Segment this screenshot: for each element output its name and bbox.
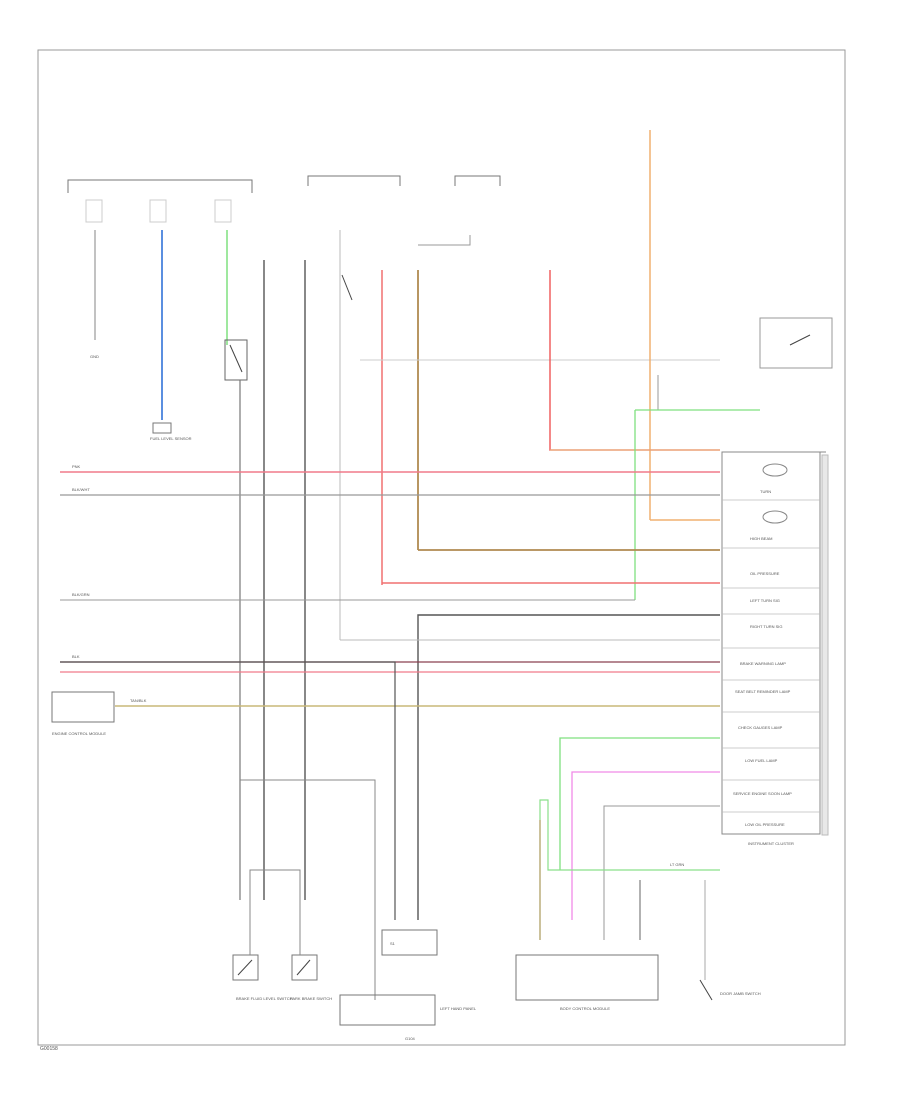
cluster-lamp-10-label: SERVICE ENGINE SOON LAMP: [733, 791, 792, 796]
cluster-lamp-7-label: SEAT BELT REMINDER LAMP: [735, 689, 791, 694]
left-hand-panel-box: [339, 994, 436, 1026]
label-brake-fluid-level-switch: BRAKE FLUID LEVEL SWITCH: [236, 996, 293, 1001]
wire-dark-to-cluster: [417, 614, 720, 920]
switch-bottom-left-arm: [237, 959, 253, 976]
wire-label-blk-wht: BLK/WHT: [72, 487, 90, 492]
wire-gray-lower: [603, 805, 720, 940]
cluster-lamp-8-label: CHECK GAUGES LAMP: [738, 725, 783, 730]
top-right-small-bracket: [454, 175, 501, 186]
wire-green-lower: [559, 737, 720, 870]
cluster-lamp-9: LOW FUEL LAMP: [745, 758, 778, 763]
wire-label-pnk: PNK: [72, 464, 81, 469]
label-ground-top: GND: [90, 354, 99, 359]
switch-bottom-right-box: [291, 954, 318, 981]
wire-top-mid-loop: [418, 235, 471, 246]
relay-contact: [229, 344, 243, 373]
cluster-lamp-6: BRAKE WARNING LAMP: [740, 661, 786, 666]
label-engine-control-module: ENGINE CONTROL MODULE: [52, 731, 106, 736]
wire-label-blk: BLK: [72, 654, 80, 659]
cluster-lamp-2-label: HIGH BEAM: [750, 536, 772, 541]
wire-bottom-loop: [249, 869, 301, 955]
top-left-terminals: [85, 199, 232, 223]
splice-block: [381, 929, 438, 956]
cluster-lamp-9-label: LOW FUEL LAMP: [745, 758, 778, 763]
top-middle-bracket: [307, 175, 401, 186]
cluster-lamp-8: CHECK GAUGES LAMP: [738, 725, 783, 730]
label-instrument-cluster: INSTRUMENT CLUSTER: [748, 841, 794, 846]
instrument-cluster-box: [721, 451, 821, 835]
wire-label-ltgrn: LT GRN: [670, 862, 684, 867]
switch-bottom-right-arm: [296, 959, 311, 976]
switch-bottom-left-box: [232, 954, 259, 981]
top-left-module-bracket: [67, 179, 253, 193]
label-left-hand-panel: LEFT HAND PANEL: [440, 1006, 477, 1011]
cluster-lamp-5: RIGHT TURN SIG: [750, 624, 783, 629]
cluster-lamp-10: SERVICE ENGINE SOON LAMP: [733, 791, 792, 796]
wire-from-right-switch: [657, 375, 760, 411]
cluster-lamp-2: HIGH BEAM: [750, 510, 788, 541]
cluster-lamp-3-label: OIL PRESSURE: [750, 571, 780, 576]
wire-label-tan-blk: TAN/BLK: [130, 698, 147, 703]
body-control-module-box: [515, 954, 659, 1001]
cluster-lamp-1-label: TURN: [760, 489, 771, 494]
switch-contact-top: [341, 274, 353, 301]
cluster-lamp-7: SEAT BELT REMINDER LAMP: [735, 689, 791, 694]
wire-ltgreen-bottom: [539, 799, 720, 940]
engine-control-module-box: [51, 691, 115, 723]
cluster-lamp-3: OIL PRESSURE: [750, 571, 780, 576]
footer-code: G00158: [40, 1046, 58, 1052]
label-door-jamb-switch: DOOR JAMB SWITCH: [720, 991, 761, 996]
label-splice: S1: [390, 941, 396, 946]
cluster-lamp-11-label: LOW OIL PRESSURE: [745, 822, 785, 827]
wire-dark-from-left: [60, 661, 396, 920]
right-switch-box: [759, 317, 833, 369]
relay-switch-box: [224, 339, 248, 381]
cluster-lamp-1: TURN: [760, 463, 788, 494]
cluster-lamp-11: LOW OIL PRESSURE: [745, 822, 785, 827]
wire-magenta: [571, 771, 720, 920]
wire-label-blk-grn: BLK/GRN: [72, 592, 90, 597]
cluster-lamp-5-label: RIGHT TURN SIG: [750, 624, 783, 629]
switch-bottom-far-right: [699, 979, 713, 1001]
label-park-brake-switch: PARK BRAKE SWITCH: [290, 996, 332, 1001]
right-switch-arm: [789, 334, 811, 346]
cluster-lamp-6-label: BRAKE WARNING LAMP: [740, 661, 786, 666]
cluster-lamp-4-label: LEFT TURN SIG: [750, 598, 780, 603]
cluster-separators: [722, 499, 820, 813]
label-gnd: G104: [405, 1036, 416, 1041]
diagram-frame: [37, 49, 846, 1046]
wire-gray-vert-left: [240, 779, 376, 1000]
cluster-side-rail: [821, 454, 829, 836]
wire-green-right: [634, 409, 760, 600]
cluster-lamp-4: LEFT TURN SIG: [750, 598, 780, 603]
label-body-control-module: BODY CONTROL MODULE: [560, 1006, 610, 1011]
label-fuel-level-sensor: FUEL LEVEL SENSOR: [150, 436, 192, 441]
fuel-sensor-symbol: [152, 422, 172, 434]
